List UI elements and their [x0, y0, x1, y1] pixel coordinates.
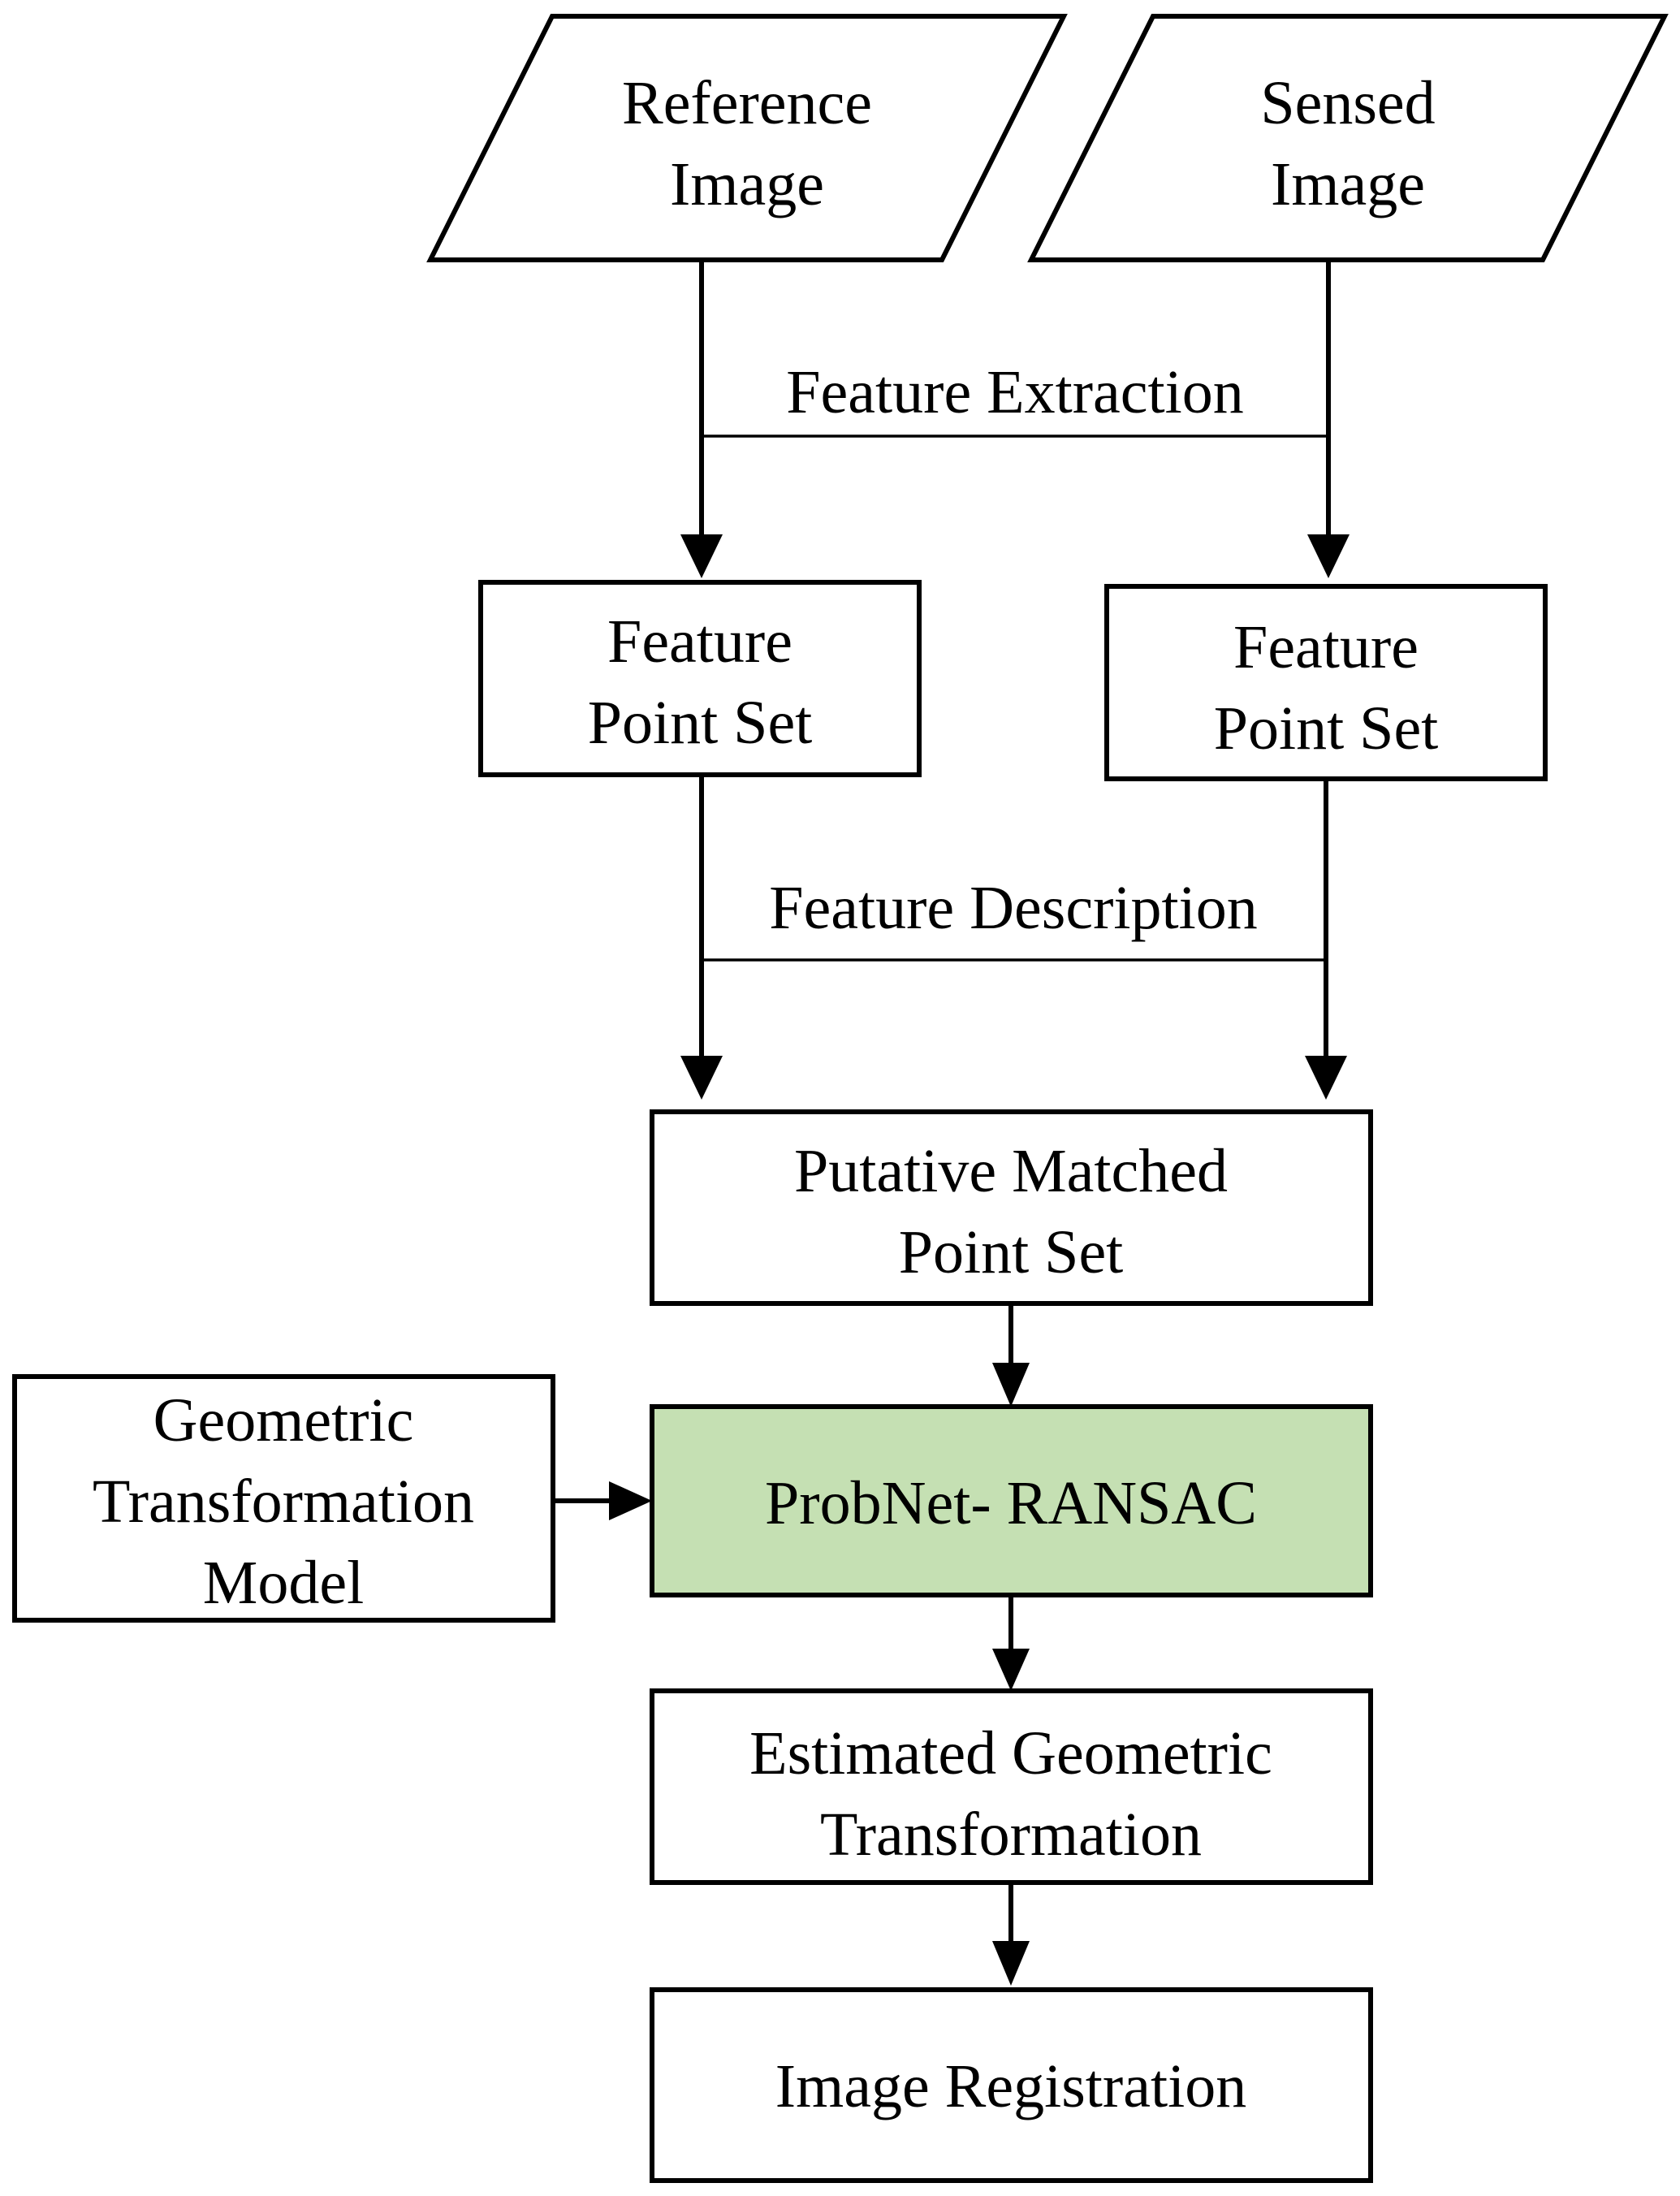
node-geometric-transformation-model: Geometric Transformation Model [12, 1374, 555, 1623]
arrowhead-matched-right [1305, 1056, 1347, 1100]
geometric-model-line3: Model [203, 1549, 364, 1617]
putative-matched-line1: Putative Matched [794, 1137, 1228, 1205]
arrowhead-model-to-ransac [609, 1481, 652, 1520]
node-image-registration: Image Registration [650, 1987, 1373, 2183]
feature-point-set-left-line2: Point Set [588, 689, 813, 757]
arrowhead-feature-left [680, 534, 723, 578]
node-probnet-ransac: ProbNet- RANSAC [650, 1404, 1373, 1597]
reference-image-line1: Reference [622, 69, 872, 137]
arrowhead-feature-right [1307, 534, 1350, 578]
sensed-image-line2: Image [1271, 150, 1425, 218]
arrowhead-registration [992, 1941, 1030, 1986]
edge-feature-description: Feature Description [680, 775, 1347, 1100]
geometric-model-line1: Geometric [153, 1386, 414, 1455]
sensed-image-line1: Sensed [1260, 69, 1435, 137]
image-registration-label: Image Registration [775, 2052, 1246, 2120]
node-feature-point-set-left: Feature Point Set [478, 580, 922, 777]
geometric-model-line2: Transformation [93, 1468, 474, 1536]
arrowhead-estimated [992, 1649, 1030, 1691]
probnet-ransac-label: ProbNet- RANSAC [765, 1469, 1257, 1537]
node-putative-matched-point-set: Putative Matched Point Set [650, 1109, 1373, 1306]
feature-extraction-label: Feature Extraction [786, 358, 1243, 426]
edge-feature-extraction: Feature Extraction [680, 260, 1350, 578]
feature-description-label: Feature Description [769, 874, 1257, 942]
feature-point-set-right-line2: Point Set [1214, 694, 1439, 763]
estimated-geometric-line1: Estimated Geometric [749, 1719, 1272, 1787]
reference-image-line2: Image [670, 150, 824, 218]
feature-point-set-left-line1: Feature [607, 607, 792, 676]
node-sensed-image: Sensed Image [1027, 14, 1669, 262]
estimated-geometric-line2: Transformation [820, 1800, 1202, 1869]
node-feature-point-set-right: Feature Point Set [1104, 584, 1548, 781]
feature-point-set-right-line1: Feature [1233, 613, 1419, 681]
arrowhead-ransac [992, 1363, 1030, 1407]
node-reference-image: Reference Image [426, 14, 1068, 262]
putative-matched-line2: Point Set [899, 1218, 1124, 1286]
node-estimated-geometric-transformation: Estimated Geometric Transformation [650, 1688, 1373, 1885]
arrowhead-matched-left [680, 1056, 723, 1100]
